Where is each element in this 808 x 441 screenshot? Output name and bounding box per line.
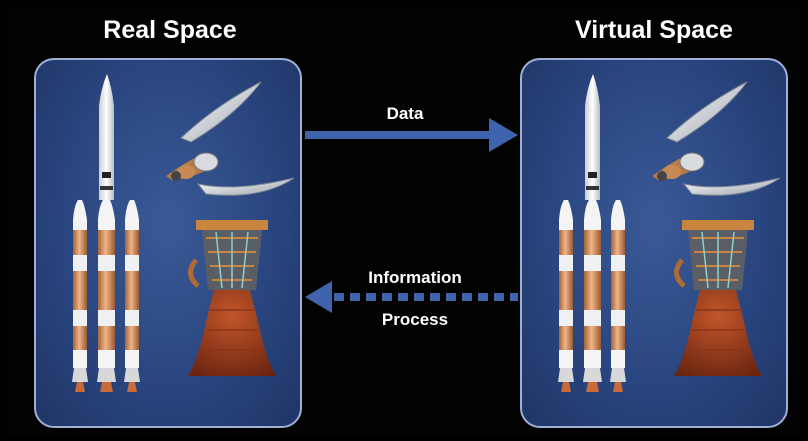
payload-fairing-icon xyxy=(652,81,781,196)
payload-fairing-icon xyxy=(166,81,295,196)
rocket-icon xyxy=(558,74,626,392)
data-label: Data xyxy=(386,104,424,123)
real-space-panel xyxy=(34,58,302,428)
rocket-engine-icon xyxy=(674,220,762,376)
process-label: Process xyxy=(381,310,449,329)
real-space-title: Real Space xyxy=(103,16,237,44)
information-label: Information xyxy=(368,268,462,287)
virtual-space-title: Virtual Space xyxy=(575,16,733,44)
rocket-engine-icon xyxy=(188,220,276,376)
data-arrow xyxy=(305,118,518,152)
virtual-space-panel xyxy=(520,58,788,428)
rocket-icon xyxy=(72,74,140,392)
information-process-arrow xyxy=(305,281,518,313)
